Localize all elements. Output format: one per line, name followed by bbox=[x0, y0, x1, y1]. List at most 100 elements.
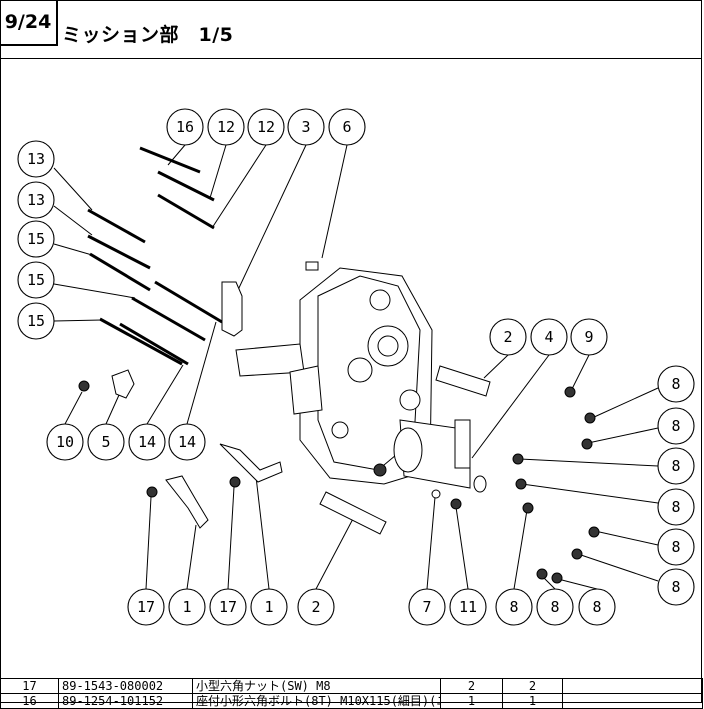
callout-number: 8 bbox=[671, 538, 680, 556]
callout-circle bbox=[17, 261, 55, 299]
callout-number: 11 bbox=[459, 598, 477, 616]
callout-17: 17 bbox=[127, 588, 165, 626]
bracket-3 bbox=[221, 281, 243, 337]
callout-number: 12 bbox=[217, 118, 235, 136]
shaft-2-lower bbox=[319, 491, 387, 535]
callout-circle bbox=[166, 108, 204, 146]
callout-number: 1 bbox=[264, 598, 273, 616]
cell-qty1: 2 bbox=[440, 678, 503, 694]
callout-number: 13 bbox=[27, 191, 45, 209]
callout-circle bbox=[287, 108, 325, 146]
callout-circle bbox=[17, 302, 55, 340]
callout-8: 8 bbox=[657, 528, 695, 566]
callout-number: 13 bbox=[27, 150, 45, 168]
callout-number: 2 bbox=[311, 598, 320, 616]
callout-6: 6 bbox=[328, 108, 366, 146]
callout-8: 8 bbox=[657, 568, 695, 606]
cell-no: 16 bbox=[0, 693, 59, 709]
callout-circle bbox=[657, 528, 695, 566]
callout-circle bbox=[46, 423, 84, 461]
callout-number: 8 bbox=[671, 417, 680, 435]
callout-number: 16 bbox=[176, 118, 194, 136]
callout-circle bbox=[127, 588, 165, 626]
callout-circle bbox=[17, 220, 55, 258]
callout-number: 8 bbox=[509, 598, 518, 616]
callout-14: 14 bbox=[168, 423, 206, 461]
callout-circle bbox=[128, 423, 166, 461]
callout-1: 1 bbox=[168, 588, 206, 626]
cell-part-no: 89-1543-080002 bbox=[58, 678, 193, 694]
callout-circle bbox=[530, 318, 568, 356]
bracket-1-right bbox=[219, 443, 283, 483]
callout-number: 9 bbox=[584, 328, 593, 346]
callout-9: 9 bbox=[570, 318, 608, 356]
callout-10: 10 bbox=[46, 423, 84, 461]
callout-2: 2 bbox=[489, 318, 527, 356]
callout-15: 15 bbox=[17, 261, 55, 299]
callout-circle bbox=[168, 423, 206, 461]
callout-4: 4 bbox=[530, 318, 568, 356]
callout-12: 12 bbox=[207, 108, 245, 146]
callout-number: 2 bbox=[503, 328, 512, 346]
callout-number: 4 bbox=[544, 328, 553, 346]
callout-8: 8 bbox=[657, 407, 695, 445]
cell-name: 座付小形六角ボルト(8T) M10X115(細目)(ユニクロ) bbox=[192, 693, 441, 709]
callout-number: 6 bbox=[342, 118, 351, 136]
callout-circle bbox=[578, 588, 616, 626]
callout-number: 1 bbox=[182, 598, 191, 616]
callout-circle bbox=[657, 568, 695, 606]
bracket-1-left bbox=[165, 475, 209, 529]
callout-8: 8 bbox=[578, 588, 616, 626]
callout-15: 15 bbox=[17, 220, 55, 258]
callout-number: 8 bbox=[671, 578, 680, 596]
leader-lines bbox=[53, 144, 659, 590]
part-5 bbox=[111, 369, 135, 399]
callout-number: 8 bbox=[592, 598, 601, 616]
callout-number: 15 bbox=[27, 230, 45, 248]
callout-number: 5 bbox=[101, 433, 110, 451]
callout-circle bbox=[489, 318, 527, 356]
callout-13: 13 bbox=[17, 181, 55, 219]
callout-circle bbox=[17, 181, 55, 219]
callout-number: 17 bbox=[137, 598, 155, 616]
callout-circle bbox=[168, 588, 206, 626]
callout-circle bbox=[657, 365, 695, 403]
callout-circle bbox=[657, 488, 695, 526]
callout-11: 11 bbox=[449, 588, 487, 626]
callout-13: 13 bbox=[17, 140, 55, 178]
callout-circle bbox=[328, 108, 366, 146]
callout-circle bbox=[495, 588, 533, 626]
callout-8: 8 bbox=[657, 447, 695, 485]
callout-1: 1 bbox=[250, 588, 288, 626]
bolts bbox=[87, 146, 223, 366]
callout-number: 7 bbox=[422, 598, 431, 616]
page-title: ミッション部 1/5 bbox=[62, 24, 234, 46]
callout-circle bbox=[536, 588, 574, 626]
callout-number: 15 bbox=[27, 312, 45, 330]
callout-7: 7 bbox=[408, 588, 446, 626]
callout-number: 17 bbox=[219, 598, 237, 616]
callout-circle bbox=[250, 588, 288, 626]
page-number: 9/24 bbox=[0, 0, 58, 46]
callout-number: 14 bbox=[138, 433, 156, 451]
transmission-housing bbox=[235, 267, 487, 493]
label-plate-6 bbox=[305, 261, 319, 271]
callout-circle bbox=[657, 407, 695, 445]
cell-qty1: 1 bbox=[440, 693, 503, 709]
callout-circle bbox=[570, 318, 608, 356]
callout-circle bbox=[247, 108, 285, 146]
callout-number: 8 bbox=[671, 375, 680, 393]
callout-circle bbox=[209, 588, 247, 626]
title-divider bbox=[0, 58, 702, 59]
callout-8: 8 bbox=[536, 588, 574, 626]
callout-number: 12 bbox=[257, 118, 275, 136]
shaft-2-upper bbox=[435, 365, 491, 397]
callout-number: 8 bbox=[671, 498, 680, 516]
callout-number: 14 bbox=[178, 433, 196, 451]
callout-number: 3 bbox=[301, 118, 310, 136]
callout-16: 16 bbox=[166, 108, 204, 146]
